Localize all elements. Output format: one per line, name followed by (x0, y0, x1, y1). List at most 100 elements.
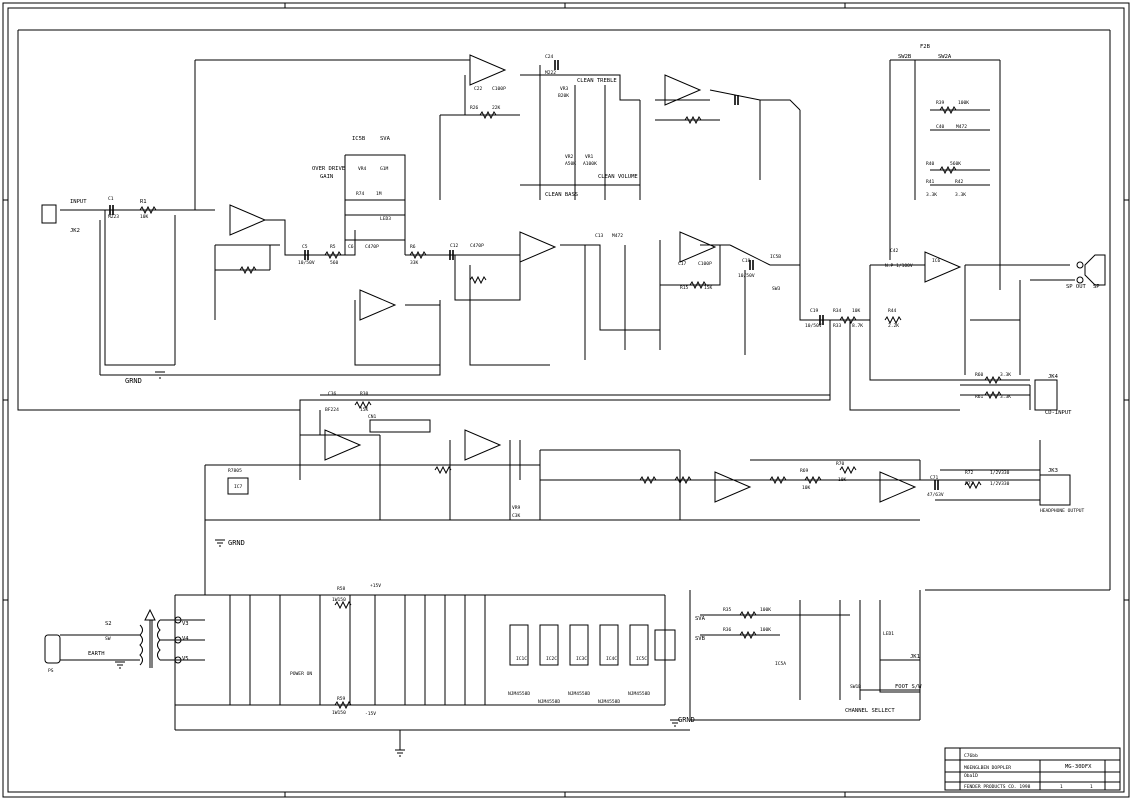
r36-label: R36 (723, 627, 732, 633)
foot-sw-label: FOOT S/W (895, 684, 922, 690)
r6-label: R6 (410, 244, 416, 250)
r58-label: R58 (337, 586, 346, 592)
r39-label: R39 (936, 100, 945, 106)
c19-label: C19 (810, 308, 819, 314)
ic4c-label: IC4C (606, 656, 617, 662)
vr1-value: A100K (583, 161, 597, 167)
led3-label: LED3 (380, 216, 391, 222)
main-wiring (17, 29, 1111, 750)
c1-label: C1 (108, 196, 114, 202)
r42-value: 3.3K (955, 192, 966, 198)
transformer-primary (139, 624, 143, 666)
c22-value: C100P (492, 86, 506, 92)
c17-label: C17 (678, 261, 687, 267)
clean-volume-label: CLEAN VOLUME (598, 174, 638, 180)
capacitors (109, 60, 939, 490)
cd-input-label: CD-INPUT (1045, 410, 1072, 416)
r34-label: R34 (833, 308, 842, 314)
c42-label: C42 (890, 248, 899, 254)
jk4-label: JK4 (1048, 374, 1059, 380)
headphone-jack-icon (1039, 474, 1071, 506)
opamp-ic4b (464, 429, 502, 461)
r5-label: R5 (330, 244, 336, 250)
c19-value: 10/50V (805, 323, 822, 329)
grnd-bottom-label: GRND (678, 716, 695, 724)
opamp-ic1b (469, 54, 507, 86)
input-label: INPUT (70, 199, 87, 205)
vr2-value: A50K (565, 161, 576, 167)
r44-value: 2.2K (888, 323, 899, 329)
cd-input-jack-icon (1034, 379, 1058, 411)
r41-value: 3.3K (926, 192, 937, 198)
r72-label: R72 (965, 470, 974, 476)
sw2a-label: SW2A (938, 54, 952, 60)
r5-value: 560 (330, 260, 339, 266)
v5-label: V5 (182, 656, 189, 662)
r6-value: 33K (410, 260, 419, 266)
ic8-icon (654, 629, 676, 661)
ic3c-part: NJM4558D (568, 691, 590, 697)
speaker-icon (1084, 254, 1106, 286)
grnd-top-label: GRND (125, 377, 142, 385)
overdrive-label: OVER DRIVE (312, 166, 345, 172)
sw3-label: SW3 (772, 286, 781, 292)
c13-value: M472 (612, 233, 623, 239)
text-labels: INPUT JK2 R1 10K C1 M223 GRND IC5B SVA O… (48, 44, 1100, 790)
r26-value: 22K (492, 105, 501, 111)
vr3-value: B20K (558, 93, 569, 99)
r74-value: 1M (376, 191, 382, 197)
r61-label: R61 (975, 394, 984, 400)
opamp-ic5b (879, 471, 917, 503)
cn1-connector-icon (369, 419, 431, 433)
title-row1: C76bb (964, 753, 978, 759)
ic7-regulator-icon (227, 477, 249, 495)
border-ticks (3, 3, 1129, 797)
jk2-label: JK2 (70, 228, 80, 234)
title-row2a: M6ENGLBEN DOPPLER (964, 765, 1011, 771)
c24-label: C24 (545, 54, 554, 60)
s2-label: S2 (105, 621, 112, 627)
sp-out-label: SP OUT (1066, 284, 1087, 290)
opamp-ic2a (359, 289, 397, 321)
c12-label: C12 (450, 243, 459, 249)
vr3-label: VR3 (560, 86, 569, 92)
gain-label: GAIN (320, 174, 333, 180)
r1-value: 10K (140, 214, 149, 220)
title-company: FENDER PRODUCTS CO. 1998 (964, 784, 1031, 790)
ic7-label: IC7 (234, 484, 243, 490)
transformer-secondary (157, 619, 161, 661)
c6-value: C470P (365, 244, 379, 250)
transformer (44, 608, 182, 668)
ps-label: PS (48, 668, 54, 674)
ic6-label: IC6 (932, 258, 941, 264)
r72-value: 1/2V330 (990, 470, 1010, 476)
vr4-label: VR4 (358, 166, 367, 172)
r73-label: R73 (965, 481, 974, 487)
r42-label: R42 (955, 179, 964, 185)
opamp-ic4a (324, 429, 362, 461)
sva-top-label: SVA (380, 136, 391, 142)
c36-value: BF224 (325, 407, 339, 413)
opamp-ic3a (664, 74, 702, 106)
r69-value: 10K (802, 485, 811, 491)
ic1c-label: IC1C (516, 656, 527, 662)
ic5b-top-label: IC5B (352, 136, 366, 142)
r30-label: R30 (360, 391, 369, 397)
minus15v-label: -15V (365, 711, 376, 717)
c71-label: C71 (930, 475, 939, 481)
c5-value: 10/50V (298, 260, 315, 266)
jk3-label: JK3 (1048, 468, 1058, 474)
c24-value: M222 (545, 70, 556, 76)
c5-label: C5 (302, 244, 308, 250)
r73-value: 1/2V330 (990, 481, 1010, 487)
sw1b-label: SW1B (850, 684, 861, 690)
r35-value: 100K (760, 607, 771, 613)
c17-value: C100P (698, 261, 712, 267)
r33-label: R33 (833, 323, 842, 329)
vr1-label: VR1 (585, 154, 594, 160)
grnd-mid-label: GRND (228, 539, 245, 547)
v3-label: V3 (182, 621, 189, 627)
r59-label: R59 (337, 696, 346, 702)
earth-label: EARTH (88, 651, 105, 657)
